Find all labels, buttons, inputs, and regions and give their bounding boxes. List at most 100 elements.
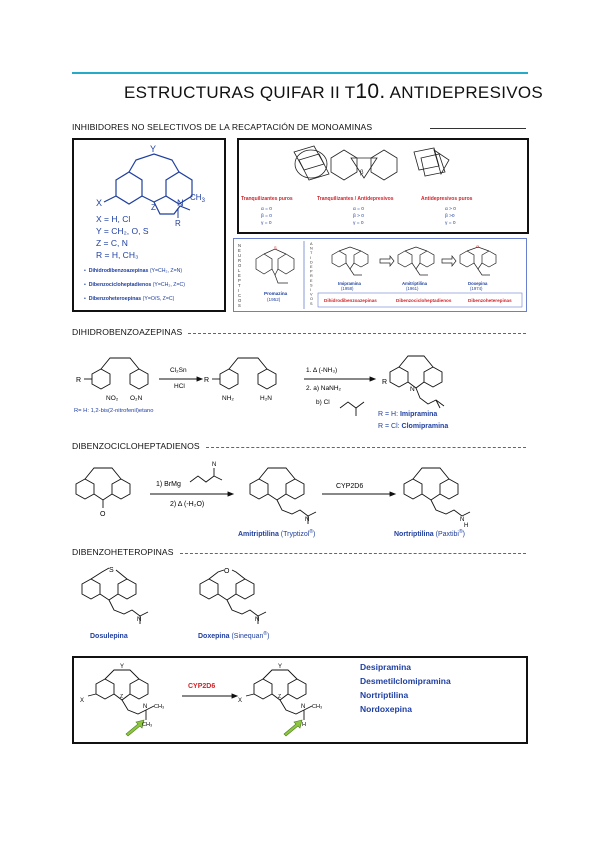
conformations-diagram: β Tranquilizantes puros Tranquilizantes …: [241, 145, 473, 226]
h-label: H: [464, 523, 468, 529]
atom-x: X: [80, 698, 84, 704]
def-r: R = H, CH₃: [96, 250, 138, 260]
atom-ch3: CH₃: [142, 722, 152, 728]
drug-doxepina: Doxepina (Sinequan®): [198, 630, 269, 640]
r-label: R: [76, 377, 81, 384]
family-2: Dibenzocicloheptadienos: [396, 298, 452, 303]
atom-y: Y: [120, 664, 124, 670]
n-label: N: [255, 617, 259, 623]
atom-ch3: CH₃: [312, 704, 322, 710]
nh2-left: NH₂: [222, 395, 234, 402]
family-3: Dibenzoheterepinas: [468, 298, 512, 303]
conf-angle: β >0: [445, 213, 455, 219]
atom-z: Z: [278, 694, 281, 700]
atom-x: X: [238, 698, 242, 704]
conf-angle: α > 0: [445, 206, 456, 212]
conf-angle: α = 0: [353, 206, 364, 212]
conf-label-2: Tranquilizantes / Antidepresivos: [317, 196, 394, 202]
o-label: O: [100, 511, 106, 518]
hetero-scheme: S O N N Dosulepina Doxepina (Sinequan®): [81, 567, 269, 640]
atom-n: N: [177, 198, 184, 208]
r-label: R: [382, 379, 387, 386]
no2-right: O₂N: [130, 395, 143, 402]
reagent-dehydration: 2) Δ (-H₂O): [170, 501, 204, 508]
arrow-green-left: [125, 719, 145, 737]
metabolite-desipramina: Desipramina: [360, 662, 411, 672]
def-z: Z = C, N: [96, 238, 128, 248]
conformations-box: β Tranquilizantes puros Tranquilizantes …: [237, 138, 529, 234]
atom-h: H: [302, 722, 306, 728]
enzyme-cyp2d6: CYP2D6: [336, 483, 363, 490]
n-label: N: [137, 617, 141, 623]
reagent-grignard: 1) BrMg: [156, 481, 181, 488]
bullet-hetero: • Dibenzoheteroepinas (Y=O/S, Z=C): [84, 296, 175, 302]
drug-year: (1961): [406, 286, 419, 291]
svg-text:β: β: [360, 170, 364, 176]
dihidro-scheme: R NO₂ O₂N Cl₂Sn HCl R NH₂ H₂N 1. Δ (-NH₃…: [74, 355, 448, 430]
reagent-cl: b) Cl: [316, 399, 330, 406]
title-number: 10.: [355, 80, 386, 103]
section-heading-dihidro: DIHIDROBENZOAZEPINAS: [72, 327, 183, 337]
note-bisnitro: R= H: 1,2-bis(2-nitrofenil)etano: [74, 408, 153, 414]
general-structure-diagram: Y X Z N CH3 R X = H, Cl Y = CH₂, O, S Z …: [84, 144, 206, 302]
metabolism-box: Y X Z N CH₃ CH₃ CYP2D6 Y X Z N CH₃ H Des…: [72, 656, 528, 744]
promazine-year: (1952): [267, 297, 281, 302]
general-structure-box: Y X Z N CH3 R X = H, Cl Y = CH₂, O, S Z …: [72, 138, 226, 312]
product-clomipramina: R = Cl: Clomipramina: [378, 423, 448, 430]
conf-angle: β > 0: [353, 213, 364, 219]
no2-left: NO₂: [106, 395, 119, 402]
product-imipramina: R = H: Imipramina: [378, 411, 437, 418]
atom-z: Z: [151, 203, 156, 212]
title-prefix: ESTRUCTURAS QUIFAR II T: [124, 83, 356, 102]
drug-year: (1974): [470, 286, 483, 291]
reagent-heat: 1. Δ (-NH₃): [306, 367, 337, 374]
atom-y: Y: [150, 144, 156, 154]
header-rule: [72, 72, 528, 74]
atom-n: N: [143, 704, 147, 710]
n-label: N: [212, 462, 216, 468]
reagent-sncl2: Cl₂Sn: [170, 367, 187, 374]
conf-label-1: Tranquilizantes puros: [241, 196, 293, 202]
conf-label-3: Antidepresivos puros: [421, 196, 473, 202]
ciclo-synthesis: O 1) BrMg N 2) Δ (-H₂O) N CYP2D6 N H Ami…: [72, 454, 528, 544]
prod-nortriptilina: Nortriptilina (Paxtibi®): [394, 528, 465, 538]
enzyme-cyp2d6: CYP2D6: [188, 683, 215, 690]
ciclo-scheme: O 1) BrMg N 2) Δ (-H₂O) N CYP2D6 N H Ami…: [75, 462, 471, 538]
atom-r: R: [175, 219, 181, 228]
def-x: X = H, Cl: [96, 214, 130, 224]
drug-amitriptilina: Amitriptilina: [402, 281, 428, 286]
nh2-right: H₂N: [260, 395, 272, 402]
atom-o: O: [476, 244, 479, 249]
section-rule: [430, 128, 526, 129]
metabolite-nortriptilina: Nortriptilina: [360, 690, 408, 700]
reagent-nanh2: 2. a) NaNH₂: [306, 385, 342, 392]
conf-angle: α = 0: [261, 206, 272, 212]
prod-amitriptilina: Amitriptilina (Tryptizol®): [238, 528, 315, 538]
section-heading-inhibidores: INHIBIDORES NO SELECTIVOS DE LA RECAPTAC…: [72, 122, 373, 132]
def-y: Y = CH₂, O, S: [96, 226, 149, 236]
drug-year: (1958): [341, 286, 354, 291]
o-label: O: [224, 568, 230, 575]
page-title: ESTRUCTURAS QUIFAR II T10. ANTIDEPRESIVO…: [124, 80, 543, 104]
metabolite-desmetilclomipramina: Desmetilclomipramina: [360, 676, 451, 686]
drug-dosulepina: Dosulepina: [90, 633, 128, 640]
bullet-dihidro: • Dihidrodibenzoazepinas (Y=CH₂, Z=N): [84, 268, 182, 274]
n-label: N: [460, 517, 464, 523]
promazine-name: Promazina: [264, 291, 288, 296]
title-suffix: ANTIDEPRESIVOS: [385, 83, 544, 102]
section-dash: [180, 553, 526, 554]
metabolite-nordoxepina: Nordoxepina: [360, 704, 412, 714]
conf-angle: γ = 0: [353, 220, 364, 226]
section-heading-ciclo: DIBENZOCICLOHEPTADIENOS: [72, 441, 200, 451]
drug-imipramina: Imipramina: [338, 281, 362, 286]
n-label: N: [305, 517, 309, 523]
r-label: R: [204, 377, 209, 384]
conf-angle: γ = 0: [261, 220, 272, 226]
atom-s: S: [274, 245, 277, 250]
atom-n: N: [301, 704, 305, 710]
atom-ch3: CH₃: [154, 704, 164, 710]
family-1: Dihidrodibenzoazepinas: [324, 298, 377, 303]
